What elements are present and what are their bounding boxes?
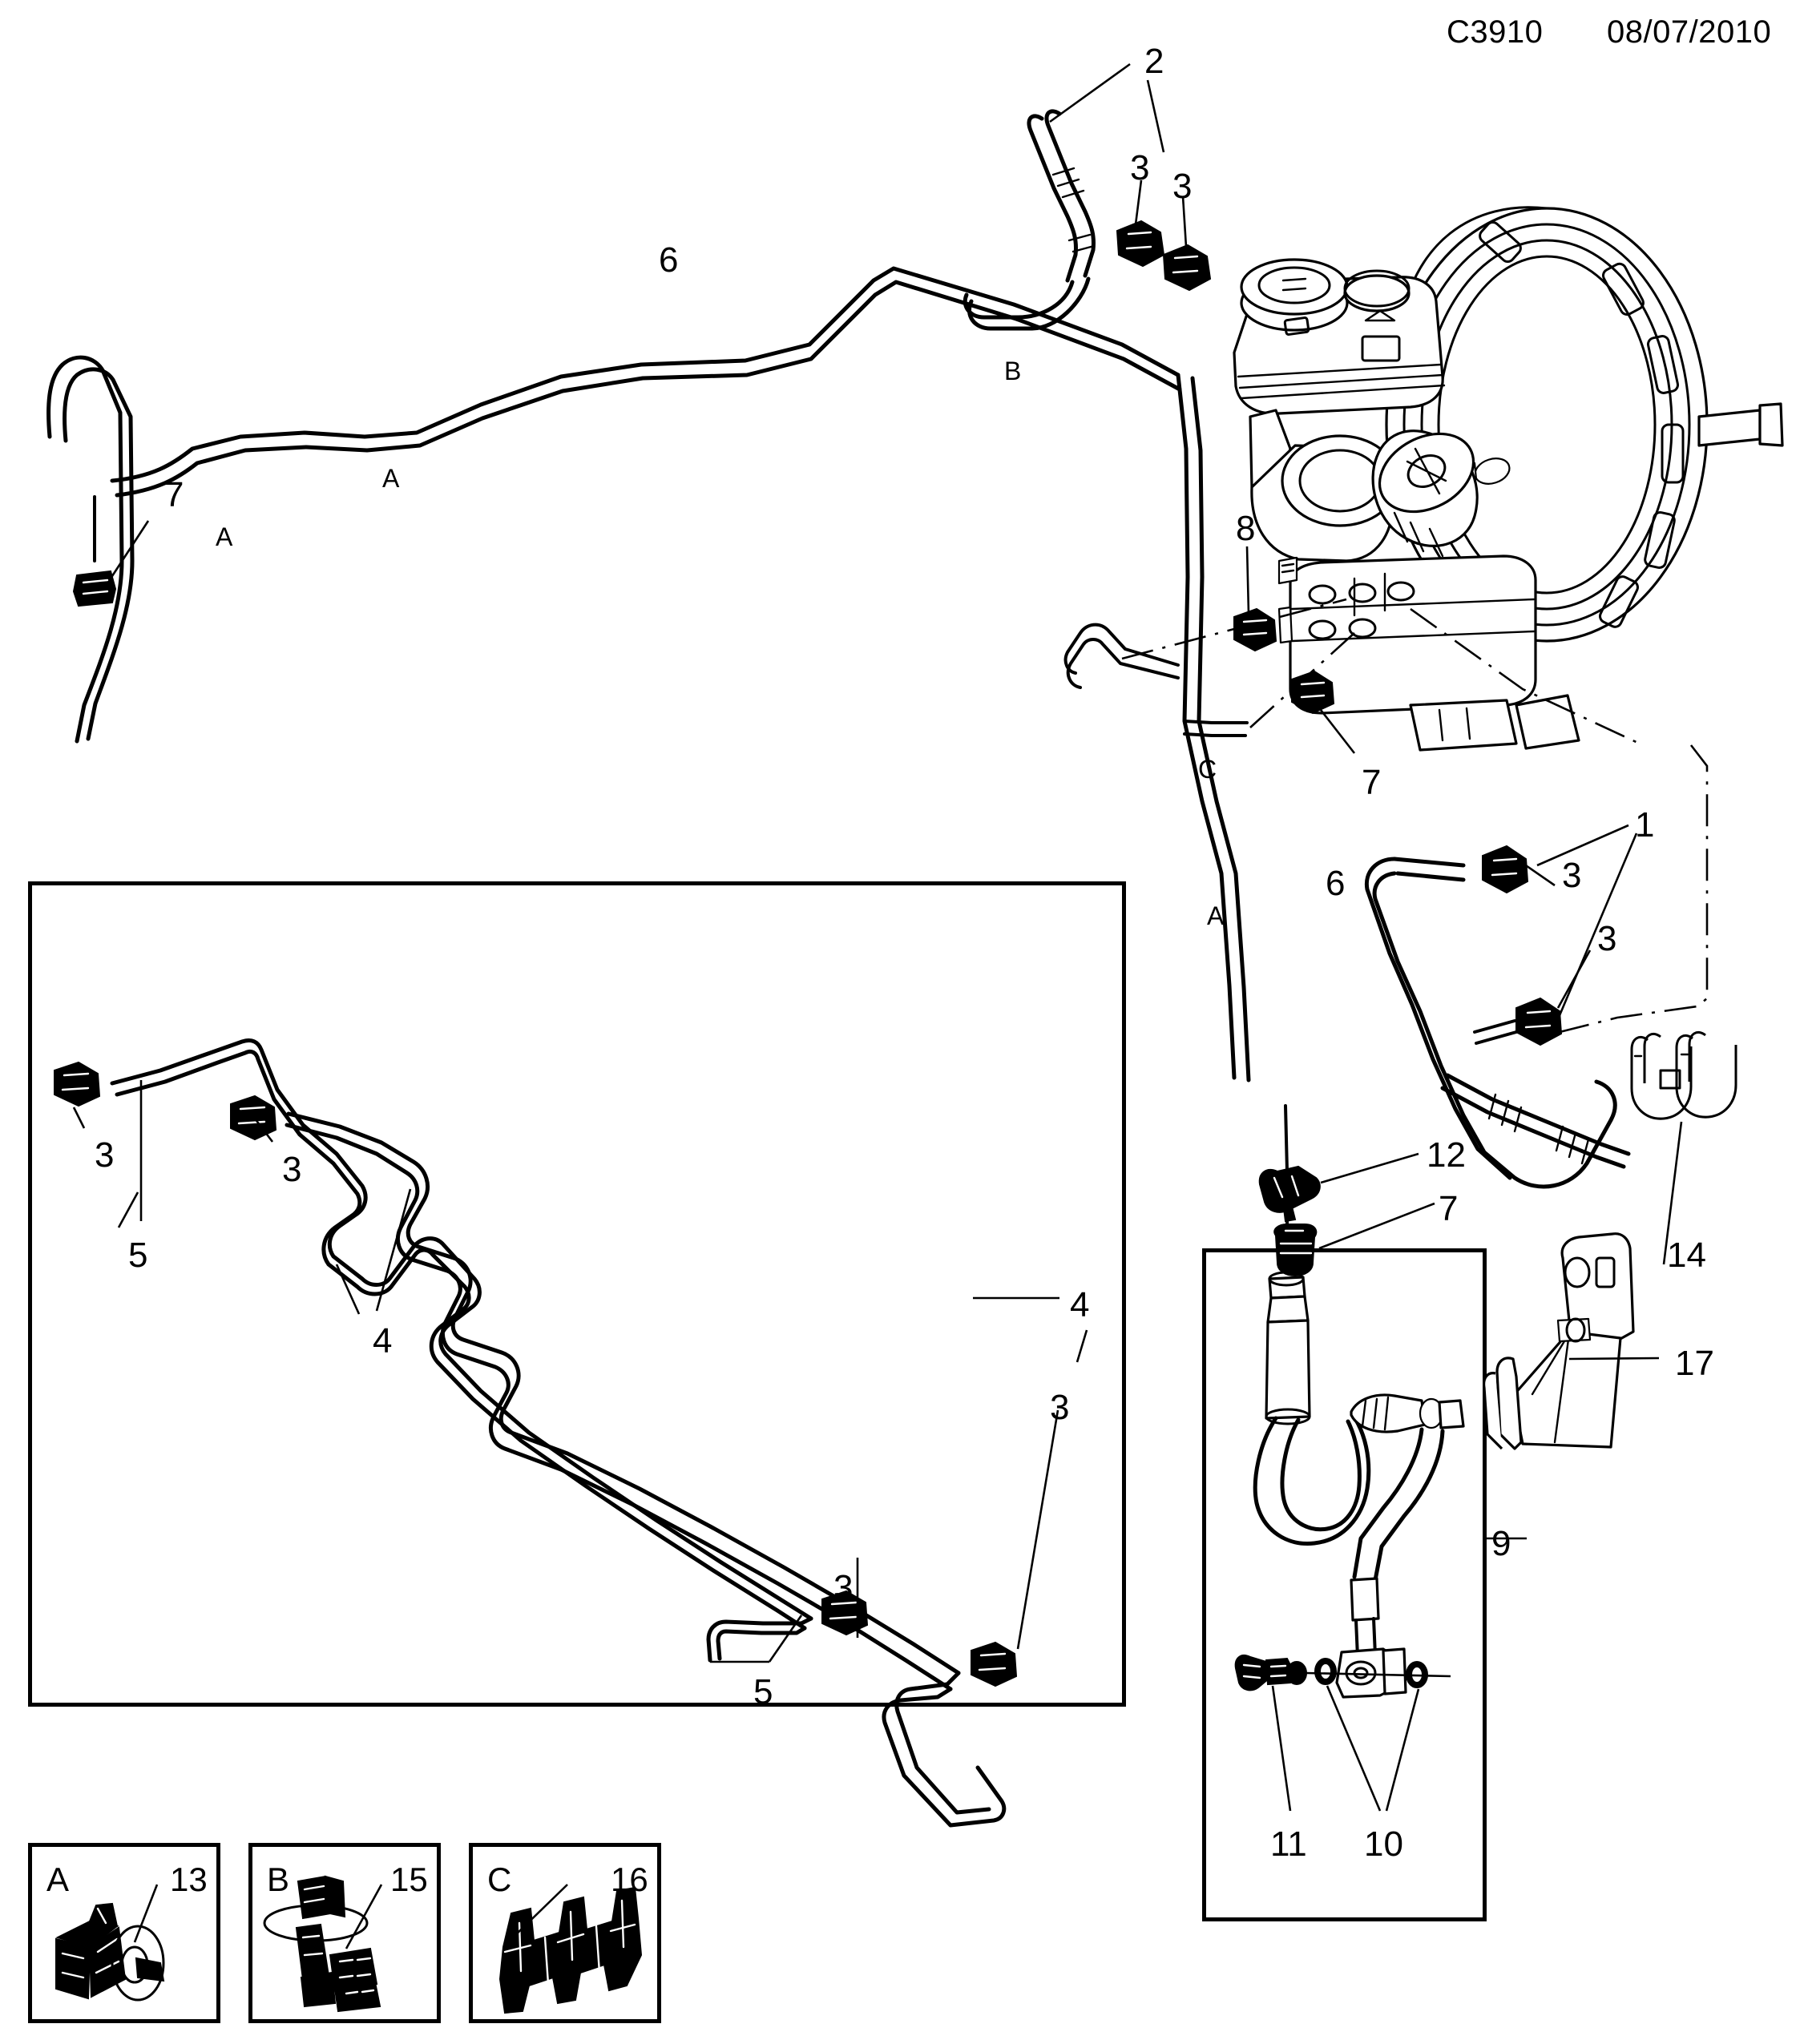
callout-14: 14 [1667, 1236, 1706, 1275]
brake-hose-group-1 [1364, 607, 1709, 1189]
fitting-nut-3-loose-upper [1162, 244, 1212, 292]
clip-marker-a-mid: A [382, 464, 400, 493]
callout-3-panel-c: 3 [1050, 1388, 1070, 1427]
brake-pipe-branch-b [1176, 373, 1251, 1082]
callout-3-d: 3 [1597, 919, 1617, 958]
callout-7-b: 7 [1362, 763, 1382, 802]
double-clip-14 [1630, 1031, 1737, 1120]
legend-box-c [469, 1843, 661, 2023]
clip-marker-a-left: A [216, 522, 233, 551]
callout-3-panel-a: 3 [95, 1135, 115, 1175]
modulator-feed-pipes [1063, 546, 1356, 754]
leader-8 [1245, 546, 1250, 615]
callout-10: 10 [1364, 1824, 1403, 1864]
front-brake-pipe-6 [46, 266, 1182, 744]
callout-12: 12 [1427, 1135, 1466, 1175]
callout-3-a: 3 [1130, 148, 1150, 187]
union-nut-7-left [72, 570, 117, 607]
pipe-clip-12 [1258, 1165, 1321, 1223]
leader-7-panel9 [1318, 1202, 1435, 1250]
callout-3-b: 3 [1172, 167, 1193, 206]
legend-box-a [28, 1843, 220, 2023]
mounting-bracket-17 [1483, 1232, 1635, 1450]
clip-marker-a-right: A [1207, 901, 1225, 930]
leader-3-right-upper [1520, 861, 1556, 887]
brake-booster-assembly [1233, 206, 1784, 752]
legend-a-letter: A [46, 1861, 70, 1898]
leader-1-a [1536, 824, 1629, 867]
callout-7-c: 7 [1439, 1189, 1459, 1228]
leader-7-left [109, 520, 150, 579]
leader-2 [1049, 62, 1131, 123]
callout-17: 17 [1675, 1344, 1714, 1383]
callout-8: 8 [1236, 509, 1256, 548]
callout-1: 1 [1635, 805, 1655, 845]
union-nut-7-modulator [1291, 670, 1335, 715]
leader-3-right-lower [1556, 949, 1592, 1009]
leader-3-hose [1133, 179, 1143, 232]
fitting-nut-3-hose-upper [1116, 220, 1165, 268]
clip-marker-b-top: B [1004, 357, 1022, 385]
leader-2b [1146, 79, 1165, 153]
legend-c-letter: C [487, 1861, 512, 1898]
drawing-code: C3910 [1447, 14, 1544, 50]
callout-6-a: 6 [659, 240, 679, 280]
leader-12 [1320, 1152, 1419, 1184]
callout-9: 9 [1491, 1524, 1511, 1563]
callout-5-panel-a: 5 [128, 1236, 148, 1275]
callout-3-panel-b: 3 [282, 1150, 302, 1189]
clip-marker-c: C [1198, 755, 1217, 784]
callout-3-panel-d: 3 [833, 1568, 854, 1607]
callout-3-c: 3 [1562, 856, 1582, 895]
legend-c-part: 16 [611, 1861, 648, 1898]
callout-5-panel-b: 5 [753, 1672, 773, 1711]
legend-b-part: 15 [390, 1861, 428, 1898]
fitting-nut-3-hose-right-upper [1482, 845, 1529, 894]
callout-7-a: 7 [164, 475, 184, 514]
leader-17 [1568, 1357, 1660, 1361]
callout-4-panel-b: 4 [1070, 1285, 1090, 1324]
callout-6-b: 6 [1326, 864, 1346, 903]
union-nut-8 [1233, 607, 1277, 652]
legend-b-letter: B [267, 1861, 290, 1898]
callout-4-panel-a: 4 [373, 1321, 393, 1361]
brake-pipe-detail-panel [28, 881, 1126, 1707]
fitting-nut-3-hose-right-lower [1515, 997, 1563, 1046]
brake-hose-2 [963, 109, 1096, 331]
drawing-date: 08/07/2010 [1607, 14, 1772, 50]
brake-hose-detail-panel [1202, 1248, 1487, 1921]
callout-2: 2 [1144, 42, 1164, 81]
legend-a-part: 13 [170, 1861, 208, 1898]
callout-11: 11 [1270, 1824, 1307, 1864]
leader-7-mod [1319, 709, 1356, 754]
legend-box-b [248, 1843, 441, 2023]
